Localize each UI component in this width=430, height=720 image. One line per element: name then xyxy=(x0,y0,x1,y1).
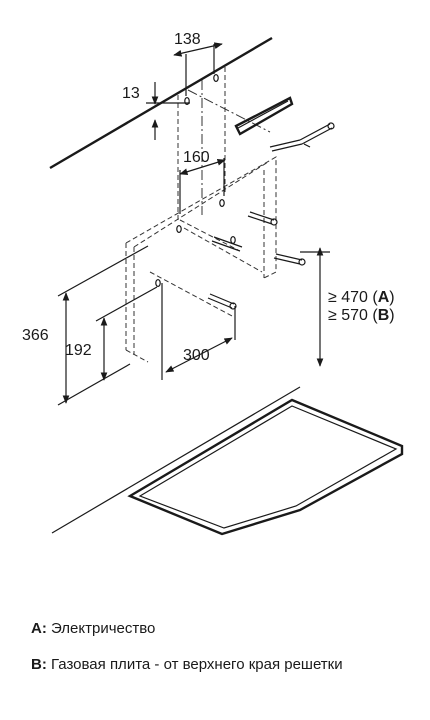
installation-diagram: 138 13 160 366 192 300 ≥ 470 (A) ≥ 570 (… xyxy=(22,31,404,536)
label-13: 13 xyxy=(122,85,140,102)
dimension-160 xyxy=(179,158,226,214)
legend-item-b: B: Газовая плита - от верхнего края реше… xyxy=(31,656,391,673)
label-clearance-b: ≥ 570 (B) xyxy=(328,307,395,324)
dimension-clearance xyxy=(300,247,330,367)
upper-bracket-frame xyxy=(177,67,271,220)
dimension-300 xyxy=(161,283,236,380)
screws xyxy=(207,122,335,310)
wall-floor-line xyxy=(51,386,301,534)
label-160: 160 xyxy=(183,149,210,166)
legend-b-key: B: xyxy=(31,656,47,673)
dimension-13 xyxy=(146,82,190,140)
wall-bracket xyxy=(234,96,294,136)
legend-a-key: A: xyxy=(31,620,47,637)
legend-item-a: A: Электричество xyxy=(31,620,155,637)
label-300: 300 xyxy=(183,347,210,364)
label-192: 192 xyxy=(65,342,92,359)
label-clearance-a: ≥ 470 (A) xyxy=(328,289,395,306)
dimension-192 xyxy=(95,286,158,381)
cooktop-outline xyxy=(127,398,404,536)
label-366: 366 xyxy=(22,327,49,344)
legend-a-text: Электричество xyxy=(51,620,156,637)
dimension-138 xyxy=(173,42,223,96)
legend-b-text: Газовая плита - от верхнего края решетки xyxy=(51,656,343,673)
mounting-holes xyxy=(155,73,236,288)
label-138: 138 xyxy=(174,31,201,48)
dimension-366 xyxy=(57,245,149,406)
chimney-outline xyxy=(125,156,277,363)
